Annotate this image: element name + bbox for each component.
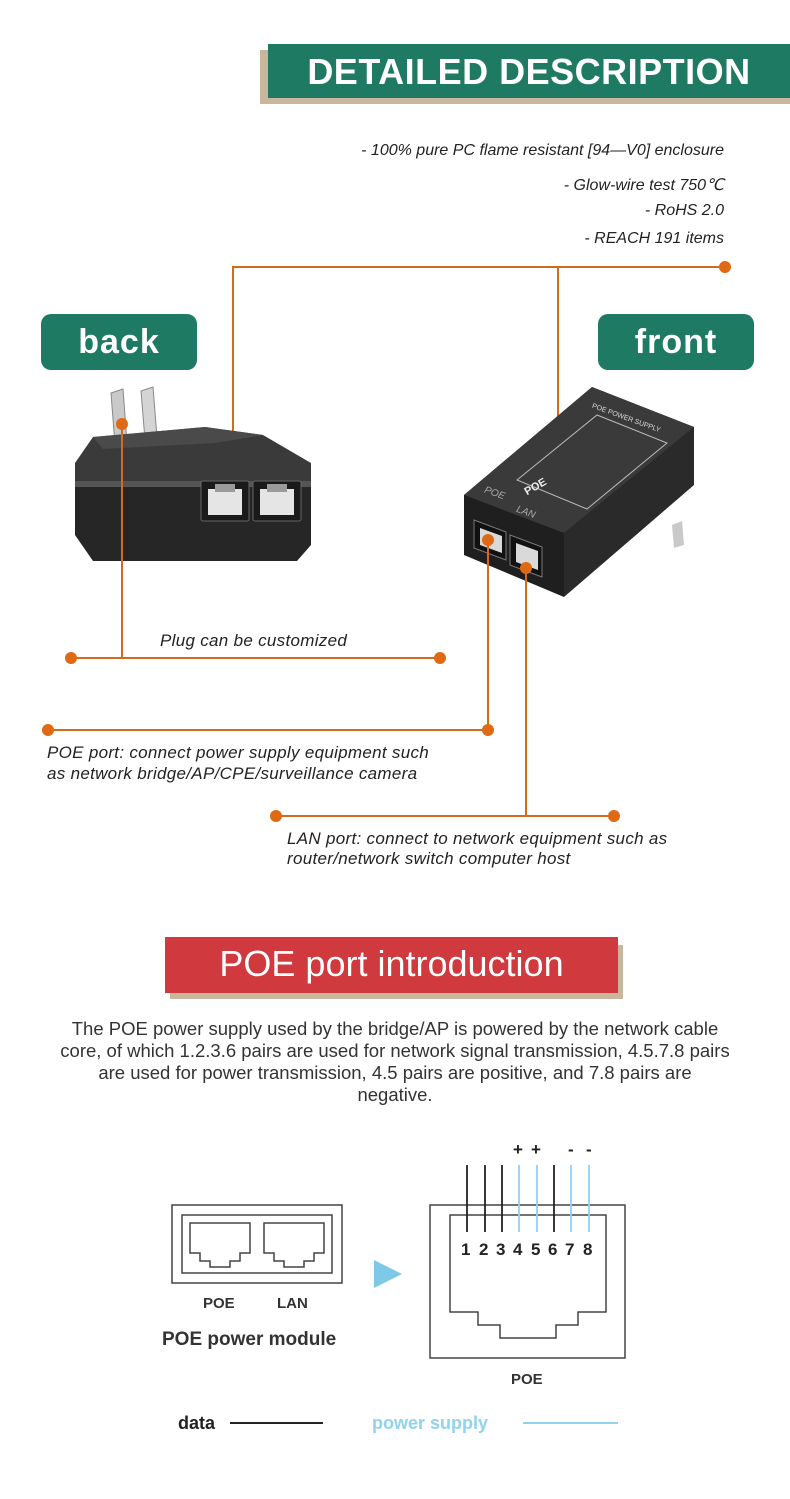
poe-port-callout-line2: as network bridge/AP/CPE/surveillance ca… xyxy=(47,764,418,783)
polarity-minus-7: - xyxy=(568,1140,574,1159)
pin-number: 3 xyxy=(496,1240,506,1259)
back-tag: back xyxy=(41,314,197,370)
module-port-label-lan: LAN xyxy=(277,1295,308,1312)
legend-power-label: power supply xyxy=(372,1413,489,1433)
pin-number: 7 xyxy=(565,1240,575,1259)
jack-label: POE xyxy=(511,1371,543,1388)
front-device-image: POE POWER SUPPLY POE POE LAN xyxy=(462,385,702,600)
connector-dot xyxy=(482,724,494,736)
connector-dot xyxy=(719,261,731,273)
connector-dot xyxy=(42,724,54,736)
module-port-label-poe: POE xyxy=(203,1295,235,1312)
plug-callout-text: Plug can be customized xyxy=(160,631,348,650)
pin-number: 2 xyxy=(479,1240,489,1259)
connector-dot xyxy=(434,652,446,664)
connector-line xyxy=(525,568,527,816)
feature-item: - 100% pure PC flame resistant [94—V0] e… xyxy=(361,142,724,159)
feature-item: - REACH 191 items xyxy=(584,230,724,247)
page-title: DETAILED DESCRIPTION xyxy=(268,44,790,98)
pin-number: 8 xyxy=(583,1240,593,1259)
pin-number: 1 xyxy=(461,1240,471,1259)
connector-dot xyxy=(270,810,282,822)
pin-number: 4 xyxy=(513,1240,523,1259)
poe-port-callout-line1: POE port: connect power supply equipment… xyxy=(47,743,430,762)
connector-line xyxy=(233,266,725,268)
legend-data-line xyxy=(230,1422,323,1424)
front-tag: front xyxy=(598,314,754,370)
legend-data-label: data xyxy=(178,1413,216,1433)
feature-item: - Glow-wire test 750℃ xyxy=(563,177,724,194)
polarity-plus-5: + xyxy=(531,1140,541,1159)
connector-line xyxy=(276,815,614,817)
rj45-jack-diagram xyxy=(429,1165,626,1359)
lan-port-callout-line1: LAN port: connect to network equipment s… xyxy=(287,829,668,848)
connector-line xyxy=(232,266,234,446)
connector-line xyxy=(487,540,489,731)
arrow-right-icon xyxy=(374,1260,402,1288)
legend-power-line xyxy=(523,1422,618,1424)
pin-number: 6 xyxy=(548,1240,558,1259)
connector-dot xyxy=(65,652,77,664)
module-title: POE power module xyxy=(162,1329,337,1350)
polarity-plus-4: + xyxy=(513,1140,523,1159)
connector-line xyxy=(121,424,123,658)
connector-dot xyxy=(608,810,620,822)
connector-line xyxy=(48,729,489,731)
poe-module-diagram xyxy=(171,1204,343,1284)
connector-line xyxy=(557,266,559,424)
polarity-minus-8: - xyxy=(586,1140,592,1159)
lan-port-callout-line2: router/network switch computer host xyxy=(287,849,571,868)
feature-item: - RoHS 2.0 xyxy=(644,202,724,219)
poe-intro-title: POE port introduction xyxy=(165,937,618,993)
connector-line xyxy=(71,657,440,659)
back-device-image xyxy=(75,386,311,561)
poe-intro-description: The POE power supply used by the bridge/… xyxy=(60,1018,730,1105)
pin-number: 5 xyxy=(531,1240,541,1259)
